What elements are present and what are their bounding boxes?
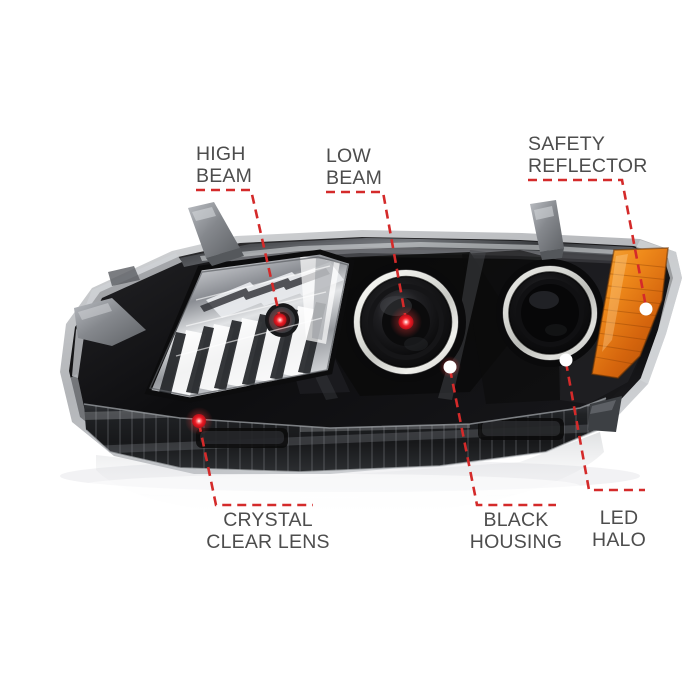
marker-low-beam [398,314,414,330]
callout-label-black-housing: BLACK HOUSING [469,509,563,553]
safety-reflector [591,247,669,379]
marker-safety-reflector [639,302,653,316]
callout-label-led-halo: LED HALO [592,507,646,551]
mounting-tabs [74,200,622,432]
crystal-clear-lens [144,249,355,403]
marker-high-beam [273,313,287,327]
callout-markers [185,302,653,435]
marker-crystal-clear-lens [192,414,206,428]
leader-low-beam [326,190,408,321]
leader-high-beam [196,188,282,319]
callout-label-high-beam: HIGH BEAM [196,143,253,187]
callout-label-low-beam: LOW BEAM [326,145,383,189]
leader-crystal-clear-lens [197,422,313,507]
leader-black-housing [448,368,556,507]
marker-led-halo [559,353,573,367]
callout-label-crystal-clear-lens: CRYSTAL CLEAR LENS [206,509,330,553]
high-beam-projector [496,259,604,367]
leader-safety-reflector [528,178,648,308]
marker-black-housing [443,360,457,374]
leader-lines [196,178,648,507]
leader-led-halo [564,361,645,492]
callout-label-safety-reflector: SAFETY REFLECTOR [528,133,648,177]
